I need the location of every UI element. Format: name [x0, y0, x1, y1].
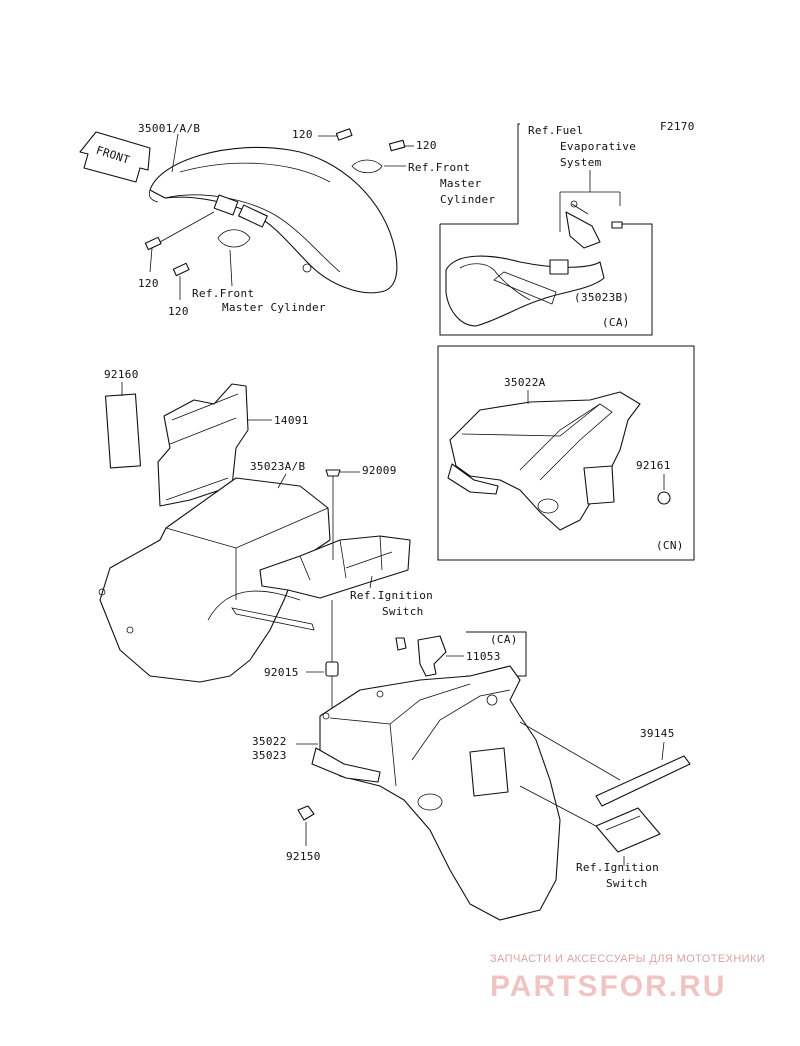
label-35022a: 35022A	[504, 376, 546, 389]
bolt-icon	[144, 236, 162, 251]
label-92009: 92009	[362, 464, 397, 477]
label-35022-35023: 35022 35023	[252, 735, 294, 762]
screw-icon	[325, 469, 341, 560]
ref-front-master-cylinder-2: Ref.Front Master Cylinder	[192, 287, 326, 314]
label-35023b: (35023B)	[574, 291, 629, 304]
grommet-icon	[325, 600, 339, 710]
reflector-plate	[104, 393, 142, 469]
rear-fender	[311, 665, 561, 921]
label-92161: 92161	[636, 459, 671, 472]
hose-clamp	[217, 159, 383, 287]
ref-fuel-evaporative-system: Ref.Fuel Evaporative System	[528, 124, 643, 169]
figure-code: F2170	[660, 120, 695, 133]
label-ca-2: (CA)	[490, 633, 518, 646]
label-11053: 11053	[466, 650, 501, 663]
battery-cover	[157, 383, 249, 507]
ignition-switch-plate	[519, 785, 661, 853]
ignition-bracket	[259, 535, 411, 599]
label-120-d: 120	[168, 305, 189, 318]
ref-ignition-switch-2: Ref.Ignition Switch	[576, 861, 666, 890]
label-92160: 92160	[104, 368, 139, 381]
inset-ca-evaporative	[439, 123, 653, 336]
label-92015: 92015	[264, 666, 299, 679]
ref-front-master-cylinder-1: Ref.Front Master Cylinder	[408, 161, 495, 206]
label-120-c: 120	[138, 277, 159, 290]
bolt-icon	[335, 128, 353, 141]
front-fender	[148, 146, 398, 294]
label-39145: 39145	[640, 727, 675, 740]
front-arrow-icon: FRONT	[79, 131, 151, 183]
battery-case	[98, 477, 331, 683]
bolt-icon	[297, 805, 315, 821]
bracket-11053	[395, 635, 447, 677]
label-cn: (CN)	[656, 539, 684, 552]
label-14091: 14091	[274, 414, 309, 427]
watermark-brand: PARTSFOR.RU	[490, 970, 726, 1003]
label-35023ab: 35023A/B	[250, 460, 305, 473]
reflector-strip	[519, 721, 691, 807]
watermark-caption: ЗАПЧАСТИ И АКСЕССУАРЫ ДЛЯ МОТОТЕХНИКИ	[490, 953, 765, 965]
rear-fender-cn	[447, 391, 641, 531]
inset-cn-rear-fender	[437, 345, 695, 561]
ref-ignition-switch-1: Ref.Ignition Switch	[350, 589, 440, 618]
label-92150: 92150	[286, 850, 321, 863]
cap-icon	[657, 491, 671, 505]
bolt-icon	[172, 262, 190, 277]
bolt-icon	[388, 139, 406, 152]
label-120-a: 120	[292, 128, 313, 141]
label-35001: 35001/A/B	[138, 122, 200, 135]
label-ca-1: (CA)	[602, 316, 630, 329]
label-120-b: 120	[416, 139, 437, 152]
